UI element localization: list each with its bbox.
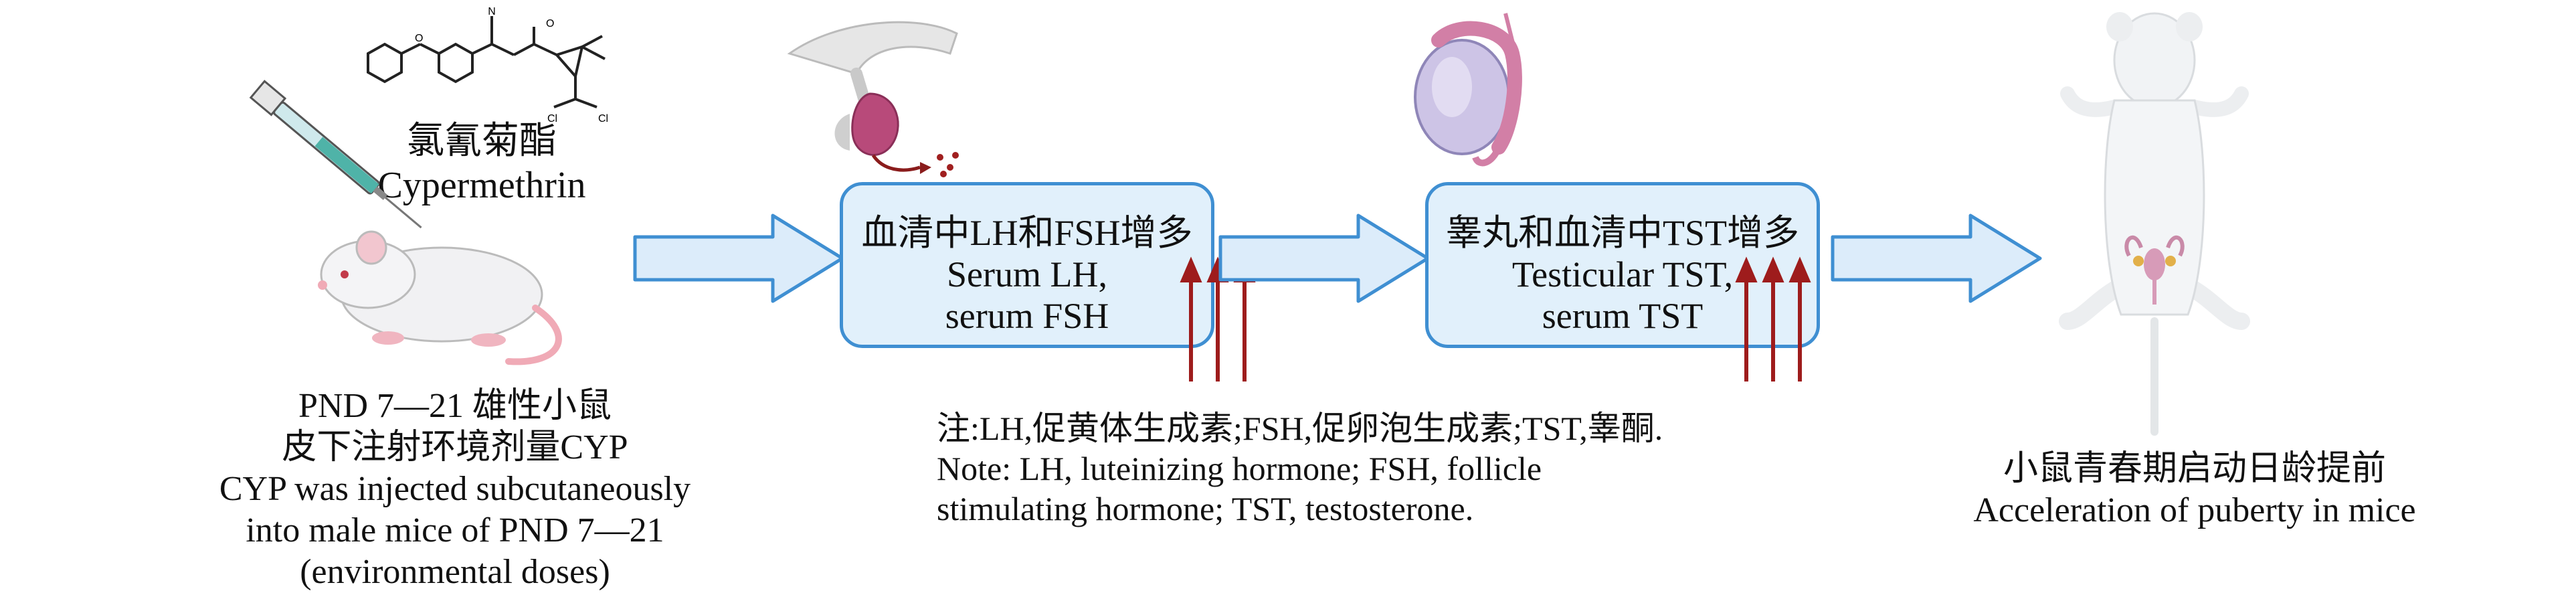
- chemical-name-en: Cypermethrin: [377, 165, 586, 206]
- outcome-en: Acceleration of puberty in mice: [1973, 491, 2416, 529]
- serum-box-line-2: Serum LH,: [947, 254, 1107, 294]
- abbreviation-note: 注:LH,促黄体生成素;FSH,促卵泡生成素;TST,睾酮. Note: LH,…: [937, 408, 1663, 529]
- testis-box-title: 睾丸和血清中TST增多: [1445, 213, 1799, 253]
- svg-text:Cl: Cl: [547, 113, 557, 124]
- mouse-icon: [318, 230, 562, 365]
- svg-text:Cl: Cl: [598, 113, 608, 124]
- svg-text:O: O: [546, 18, 554, 29]
- testis-icon: [1414, 13, 1522, 167]
- note-line-1: 注:LH,促黄体生成素;FSH,促卵泡生成素;TST,睾酮.: [937, 410, 1663, 447]
- exposure-line-2: 皮下注射环境剂量CYP: [282, 428, 628, 467]
- exposure-label: PND 7—21 雄性小鼠 皮下注射环境剂量CYP CYP was inject…: [161, 386, 749, 593]
- exposure-line-3: CYP was injected subcutaneously: [219, 470, 691, 508]
- note-line-2: Note: LH, luteinizing hormone; FSH, foll…: [937, 450, 1542, 487]
- pituitary-gland-icon: [787, 21, 959, 177]
- svg-text:O: O: [415, 33, 423, 44]
- exposure-line-5: (environmental doses): [300, 553, 610, 591]
- svg-text:N: N: [488, 6, 496, 17]
- serum-box-title: 血清中LH和FSH增多: [861, 213, 1193, 253]
- flow-arrow-3-icon: [1831, 214, 2042, 303]
- outcome-cn: 小鼠青春期启动日龄提前: [2003, 450, 2386, 488]
- note-line-3: stimulating hormone; TST, testosterone.: [937, 490, 1474, 527]
- testis-increase-arrows-icon: [1735, 256, 1811, 382]
- chemical-name-cn: 氯氰菊酯: [407, 120, 557, 162]
- testis-hormone-box: 睾丸和血清中TST增多 Testicular TST, serum TST: [1425, 182, 1820, 348]
- chemical-label: 氯氰菊酯 Cypermethrin: [361, 119, 602, 207]
- exposure-line-1: PND 7—21 雄性小鼠: [298, 387, 612, 425]
- testis-box-line-3: serum TST: [1542, 296, 1704, 336]
- cypermethrin-structure-icon: N Cl Cl O O: [367, 6, 608, 124]
- flow-arrow-2-icon: [1218, 214, 1430, 303]
- exposure-line-4: into male mice of PND 7—21: [246, 511, 664, 549]
- syringe-icon: [249, 80, 422, 229]
- mouse-ventral-view-icon: [2059, 12, 2250, 436]
- outcome-label: 小鼠青春期启动日龄提前 Acceleration of puberty in m…: [1940, 448, 2449, 531]
- testis-box-line-2: Testicular TST,: [1511, 254, 1734, 294]
- flow-arrow-1-icon: [633, 214, 844, 303]
- serum-box-line-3: serum FSH: [945, 296, 1109, 336]
- serum-hormone-box: 血清中LH和FSH增多 Serum LH, serum FSH: [840, 182, 1214, 348]
